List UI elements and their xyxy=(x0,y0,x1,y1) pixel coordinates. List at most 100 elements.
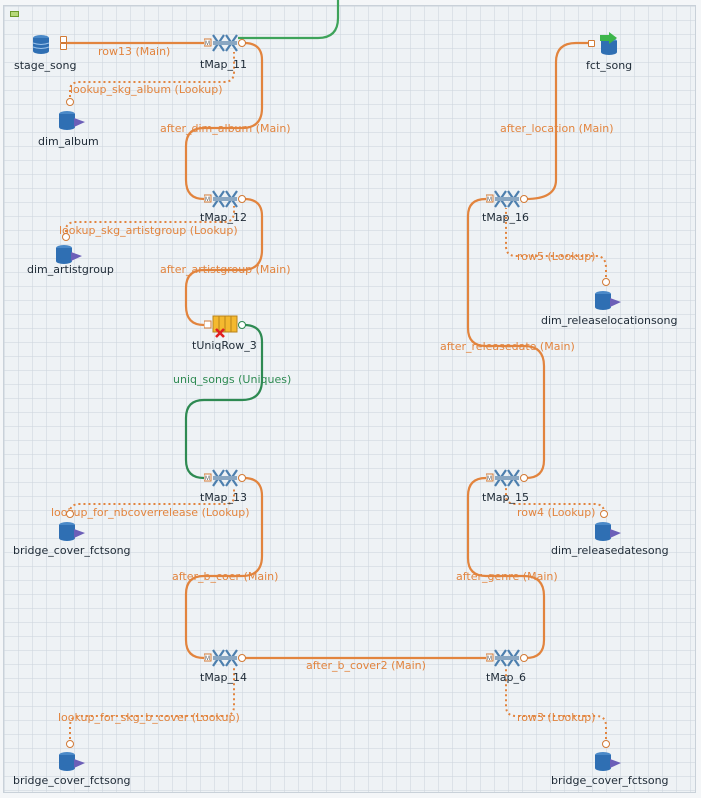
component-stage-song[interactable] xyxy=(32,34,62,60)
component-dim-artistgroup[interactable] xyxy=(55,244,85,270)
svg-text:M: M xyxy=(487,656,492,662)
link-after-artistgroup[interactable] xyxy=(184,197,264,327)
tmap-15-name: tMap_15 xyxy=(482,491,530,504)
dim-releasedatesong-pin[interactable] xyxy=(600,510,608,518)
component-tmap-11[interactable]: M xyxy=(203,33,246,57)
dim-artistgroup-name: dim_artistgroup xyxy=(27,263,114,276)
label-after-releasedate: after_releasedate (Main) xyxy=(440,340,575,353)
label-after-artistgroup: after_artistgroup (Main) xyxy=(160,263,291,276)
tuniqrow-3-name: tUniqRow_3 xyxy=(192,339,257,352)
link-after-genre[interactable] xyxy=(466,476,546,660)
label-row13: row13 (Main) xyxy=(98,45,171,58)
dim-releaselocationsong-name: dim_releaselocationsong xyxy=(541,314,678,327)
stage-song-name: stage_song xyxy=(14,59,77,72)
label-lookup-skg-b-cover: lookup_for_skg_b_cover (Lookup) xyxy=(58,711,240,724)
component-dim-releaselocationsong[interactable] xyxy=(594,290,624,316)
link-top-trigger[interactable] xyxy=(238,0,340,40)
tmap-11-name: tMap_11 xyxy=(200,58,248,71)
dim-album-pin[interactable] xyxy=(66,98,74,106)
bridge-cover-3-name: bridge_cover_fctsong xyxy=(551,774,669,787)
database-lookup-icon xyxy=(59,752,85,771)
tmap-icon: M xyxy=(485,649,528,667)
link-lookup-nbcoverrelease[interactable] xyxy=(69,488,235,514)
stage-song-output-pin[interactable] xyxy=(60,36,67,43)
link-uniq-songs[interactable] xyxy=(184,323,264,480)
component-tuniqrow-3[interactable] xyxy=(203,315,246,343)
tmap-14-name: tMap_14 xyxy=(200,671,248,684)
tmap-icon: M xyxy=(485,469,528,487)
label-after-location: after_location (Main) xyxy=(500,122,614,135)
label-row4: row4 (Lookup) xyxy=(517,506,596,519)
tmap-icon: M xyxy=(203,190,246,208)
link-after-location[interactable] xyxy=(525,41,588,201)
component-tmap-13[interactable]: M xyxy=(203,468,246,492)
link-after-dim-album[interactable] xyxy=(184,41,264,201)
component-tmap-14[interactable]: M xyxy=(203,648,246,672)
stage-song-output-pin-2[interactable] xyxy=(60,43,67,50)
component-tmap-12[interactable]: M xyxy=(203,189,246,213)
bridge-cover-2-pin[interactable] xyxy=(66,740,74,748)
job-designer-canvas[interactable] xyxy=(3,5,696,793)
database-lookup-icon xyxy=(59,111,85,130)
label-lookup-skg-album: lookup_skg_album (Lookup) xyxy=(70,83,223,96)
component-tmap-6[interactable]: M xyxy=(485,648,528,672)
label-row5: row5 (Lookup) xyxy=(517,250,596,263)
bridge-cover-2-name: bridge_cover_fctsong xyxy=(13,774,131,787)
link-row4[interactable] xyxy=(505,488,605,514)
component-bridge-cover-fctsong-1[interactable] xyxy=(58,521,88,547)
bridge-cover-1-name: bridge_cover_fctsong xyxy=(13,544,131,557)
link-row3[interactable] xyxy=(505,668,607,744)
tmap-icon: M xyxy=(203,34,246,52)
label-lookup-nbcoverrelease: lookup_for_nbcoverrelease (Lookup) xyxy=(51,506,250,519)
fct-song-input-pin[interactable] xyxy=(588,40,595,47)
tmap-12-name: tMap_12 xyxy=(200,211,248,224)
subjob-collapse-marker[interactable] xyxy=(10,11,19,17)
tmap-icon: M xyxy=(203,469,246,487)
svg-text:M: M xyxy=(205,41,210,47)
label-row3: row3 (Lookup) xyxy=(517,711,596,724)
tmap-13-name: tMap_13 xyxy=(200,491,248,504)
svg-text:M: M xyxy=(205,656,210,662)
tmap-icon: M xyxy=(485,190,528,208)
link-row5[interactable] xyxy=(505,208,607,282)
component-dim-releasedatesong[interactable] xyxy=(594,521,624,547)
svg-text:M: M xyxy=(205,476,210,482)
label-after-genre: after_genre (Main) xyxy=(456,570,558,583)
database-input-icon xyxy=(32,35,50,54)
fct-song-name: fct_song xyxy=(586,59,633,72)
component-fct-song[interactable] xyxy=(596,32,622,60)
database-output-icon xyxy=(600,32,617,55)
link-lookup-skg-artistgroup[interactable] xyxy=(65,206,235,237)
database-lookup-icon xyxy=(595,522,621,541)
component-bridge-cover-fctsong-2[interactable] xyxy=(58,751,88,777)
svg-text:M: M xyxy=(487,476,492,482)
label-after-b-cover2: after_b_cover2 (Main) xyxy=(306,659,426,672)
component-tmap-16[interactable]: M xyxy=(485,189,528,213)
component-tmap-15[interactable]: M xyxy=(485,468,528,492)
component-dim-album[interactable] xyxy=(58,110,88,136)
link-after-b-coer[interactable] xyxy=(184,476,264,660)
database-lookup-icon xyxy=(595,752,621,771)
dim-releaselocationsong-pin[interactable] xyxy=(602,278,610,286)
bridge-cover-3-pin[interactable] xyxy=(602,740,610,748)
database-lookup-icon xyxy=(595,291,621,310)
label-after-b-coer: after_b_coer (Main) xyxy=(172,570,279,583)
tuniqrow-icon xyxy=(203,315,246,338)
database-lookup-icon xyxy=(59,522,85,541)
dim-album-name: dim_album xyxy=(38,135,99,148)
link-lookup-skg-album[interactable] xyxy=(69,52,235,102)
tmap-icon: M xyxy=(203,649,246,667)
link-lookup-skg-b-cover[interactable] xyxy=(69,668,235,744)
database-lookup-icon xyxy=(56,245,82,264)
bridge-cover-1-pin[interactable] xyxy=(66,510,74,518)
dim-artistgroup-pin[interactable] xyxy=(62,233,70,241)
label-after-dim-album: after_dim_album (Main) xyxy=(160,122,291,135)
label-lookup-skg-artistgroup: lookup_skg_artistgroup (Lookup) xyxy=(59,224,238,237)
svg-text:M: M xyxy=(205,197,210,203)
tmap-16-name: tMap_16 xyxy=(482,211,530,224)
tmap-6-name: tMap_6 xyxy=(486,671,527,684)
link-after-releasedate[interactable] xyxy=(466,197,546,480)
component-bridge-cover-fctsong-3[interactable] xyxy=(594,751,624,777)
dim-releasedatesong-name: dim_releasedatesong xyxy=(551,544,669,557)
